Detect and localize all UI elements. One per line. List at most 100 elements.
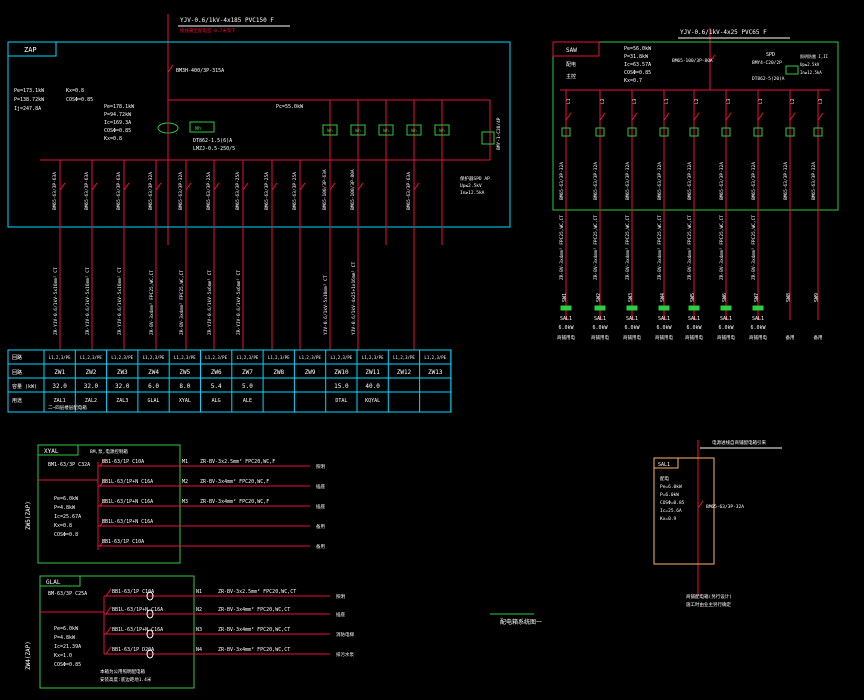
saw-load-marker <box>688 305 700 311</box>
xyal-branch-breaker <box>99 478 106 487</box>
saw-load-use: 商铺用电 <box>623 334 641 341</box>
zap-sub-meter <box>322 124 338 136</box>
zap-kwh-meter-text: Wh <box>195 126 201 132</box>
table-power-cell: 6.0 <box>148 383 159 390</box>
glal-circuit-use: 消防电梯 <box>336 631 354 638</box>
glal-cable-label: ZR-BV-3x4mm² FPC20,WC,CT <box>218 607 290 613</box>
table-power-cell: 32.0 <box>52 383 67 390</box>
zap-branch-breaker-label: BM65-63/3P-63A <box>84 172 90 210</box>
table-header-cell: L1,2,3/PE <box>424 355 446 360</box>
zap-branch-cable-label: ZR-BV-3x4mm² FPC25,WC,CT <box>179 270 185 335</box>
table-power-cell: 32.0 <box>84 383 99 390</box>
saw-branch-phase: L1 <box>566 98 572 104</box>
sal1-top-note: 电源进线自商铺配电箱引来 <box>712 439 766 446</box>
zap-branch-cable-label: ZR-YJV-0.6/1kV-5x16mm² CT <box>53 267 59 335</box>
saw-branch-phase: L3 <box>818 98 824 104</box>
xyal-branch-breaker-label: BB1-63/1P C10A <box>102 459 144 465</box>
saw-load-label: SAL1 <box>752 316 764 322</box>
xyal-load-param: Ic=25.67A <box>54 514 81 520</box>
zap-branch-breaker <box>271 182 278 191</box>
saw-circuit-id: SW8 <box>786 293 792 302</box>
saw-left-param: 配电 <box>566 61 576 68</box>
glal-branch-breaker <box>105 606 112 615</box>
zap-main-breaker-label: BM3H-400/3P-315A <box>176 68 224 74</box>
saw-load-power: 6.0kW <box>686 325 702 331</box>
table-header-cell: L1,2,3/PE <box>49 355 71 360</box>
saw-branch-meter <box>561 127 571 137</box>
saw-load-power: 6.0kW <box>656 325 672 331</box>
saw-load-label: SAL1 <box>688 316 700 322</box>
zap-branch-breaker-label: BM65-100/3P-63A <box>322 169 328 210</box>
saw-branch-breaker <box>789 112 796 121</box>
glal-circuit-use: 排污水泵 <box>336 651 354 658</box>
zap-branch-breaker <box>91 182 98 191</box>
saw-branch-breaker-label: BM65-63/3P-32A <box>657 162 663 200</box>
saw-branch-meter <box>813 127 823 137</box>
saw-branch-meter <box>659 127 669 137</box>
xyal-circuit-id: M3 <box>182 499 188 505</box>
glal-circuit-use: 照明 <box>336 594 345 600</box>
xyal-branch-breaker <box>99 458 106 467</box>
zap-branch-cable-label: YJV-0.6/1kV-4x25+1x16mm² CT <box>351 262 357 335</box>
glal-circuit-id: N2 <box>196 607 202 613</box>
zap-branch-breaker <box>59 182 66 191</box>
saw-branch-cable-label: ZR-BV-3x4mm² FPC25,WC,CT <box>719 215 725 280</box>
xyal-panel-frame <box>37 444 181 564</box>
zap-branch-cable-label: ZR-YJV-0.6/1kV-5x6mm² CT <box>207 270 213 335</box>
glal-circuit-id: N4 <box>196 647 202 653</box>
xyal-header-note: BM,泵,电源控制箱 <box>90 448 128 455</box>
table-circuit-cell: ZW8 <box>273 369 284 376</box>
saw-branch-meter <box>785 127 795 137</box>
xyal-main-breaker-label: BM1-63/3P C32A <box>48 462 90 468</box>
saw-branch-breaker <box>693 112 700 121</box>
xyal-circuit-use: 插座 <box>316 503 325 510</box>
zap-load-param: Ij=247.8A <box>14 106 41 112</box>
saw-load-marker <box>560 305 572 311</box>
saw-spd-label: SPD <box>766 52 775 58</box>
zap-load-param: Pe=173.1kW <box>14 88 45 94</box>
zap-branch-cable-label: ZR-YJV-0.6/1kV-5x6mm² CT <box>236 270 242 335</box>
saw-load-power: 6.0kW <box>624 325 640 331</box>
saw-load-use: 商铺用电 <box>685 334 703 341</box>
zap-branch-cable-label: ZR-YJV-0.6/1kV-5x16mm² CT <box>85 267 91 335</box>
zap-cap-param: Ic=169.3A <box>104 120 131 126</box>
zap-branch-breaker-label: BM65-63/3P-63A <box>52 172 58 210</box>
table-header-cell: L1,2,3/PE <box>80 355 102 360</box>
zap-panel-label: ZAP <box>24 46 37 54</box>
table-note: 二~四层楼层配电箱 <box>48 404 87 411</box>
zap-spd-note: Up≤2.5kV <box>460 183 482 189</box>
xyal-side-label: ZW5(ZAP) <box>25 501 32 530</box>
glal-branch-breaker <box>105 646 112 655</box>
saw-branch-breaker-label: BM65-63/3P-32A <box>783 162 789 200</box>
sal1-breaker-label: BM65-63/3P-32A <box>706 504 744 510</box>
sal1-load-param: Ic=25.6A <box>660 508 682 514</box>
zap-spd-note: In≥12.5kA <box>460 190 485 196</box>
table-power-cell: 15.0 <box>334 383 349 390</box>
saw-circuit-id: SW4 <box>660 293 666 302</box>
table-circuit-cell: ZW2 <box>86 369 97 376</box>
zap-branch-breaker-label: BM65-63/3P-32A <box>178 172 184 210</box>
saw-circuit-id: SW5 <box>690 293 696 302</box>
zap-branch-cable-label: ZR-BV-3x4mm² FPC25,WC,CT <box>149 270 155 335</box>
saw-circuit-id: SW7 <box>754 293 760 302</box>
xyal-branch-breaker-label: BB1L-63/1P+N C16A <box>102 479 153 485</box>
zap-sub-meter-label: Wh <box>439 128 445 134</box>
xyal-load-param: Kx=0.8 <box>54 523 72 529</box>
zap-cap-param: COSΦ=0.85 <box>104 128 131 134</box>
xyal-circuit-use: 备用 <box>316 543 325 550</box>
glal-footer-note: 安装高度:底边距地1.4米 <box>100 676 152 683</box>
zap-sub-meter-label: Wh <box>411 128 417 134</box>
sal1-load-param: Kx=0.9 <box>660 516 677 522</box>
xyal-load-param: COSΦ=0.8 <box>54 532 78 538</box>
saw-load-param: Kx=0.7 <box>624 78 642 84</box>
table-header-cell: L1,2,3/PE <box>237 355 259 360</box>
saw-spd-breaker-label: BMY4-C20/2P <box>752 60 782 66</box>
glal-rcd-symbol <box>146 649 154 659</box>
saw-load-power: 6.0kW <box>750 325 766 331</box>
sal1-breaker <box>697 500 704 509</box>
saw-branch-breaker <box>565 112 572 121</box>
table-circuit-cell: ZW1 <box>54 369 65 376</box>
saw-branch-breaker <box>631 112 638 121</box>
glal-panel-frame <box>39 575 195 689</box>
